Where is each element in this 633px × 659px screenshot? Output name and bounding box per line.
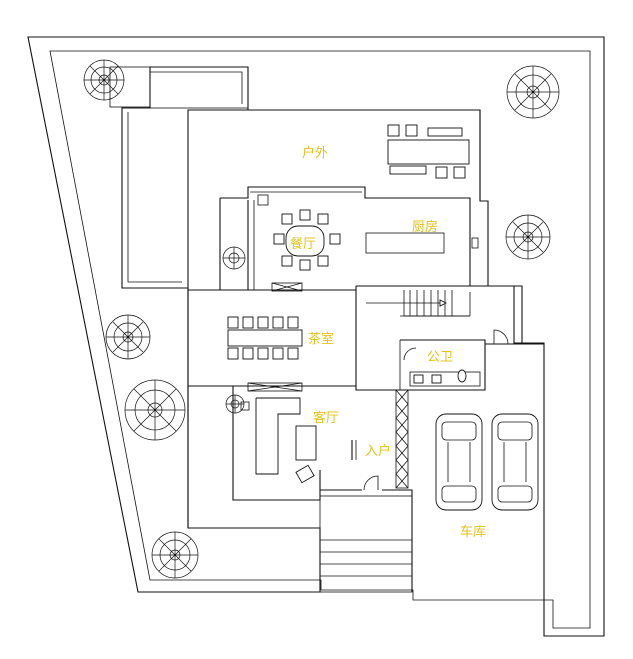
room-labels: 户外 厨房 餐厅 茶室 公卫 客厅 入户 车库 [290, 145, 486, 540]
label-public-wc: 公卫 [427, 350, 453, 365]
label-outdoor: 户外 [302, 145, 328, 161]
tree-icon [124, 379, 186, 441]
stair-core [355, 285, 544, 391]
living-room [188, 382, 356, 501]
tree-icon [505, 214, 551, 260]
car-right [491, 413, 539, 511]
exterior-walls [109, 66, 481, 528]
lattice-columns [351, 389, 409, 489]
dining-kitchen-walls [188, 186, 479, 292]
entrance-steps [319, 475, 413, 593]
car-left [435, 413, 483, 511]
plant-icon [222, 246, 246, 270]
trees [83, 59, 560, 579]
label-tea-room: 茶室 [308, 331, 334, 347]
label-dining: 餐厅 [290, 236, 316, 252]
wc-fixtures [403, 347, 481, 387]
label-living: 客厅 [313, 410, 339, 426]
tree-icon [506, 65, 560, 119]
label-kitchen: 厨房 [412, 219, 438, 235]
outdoor-furniture [387, 124, 470, 179]
tree-icon [83, 59, 125, 101]
label-garage: 车库 [460, 524, 486, 540]
tree-icon [151, 531, 199, 579]
dining-table [273, 209, 341, 271]
tree-icon [105, 314, 151, 360]
label-entrance: 入户 [365, 443, 391, 459]
tea-room-furniture [227, 316, 303, 360]
plant-icon [225, 394, 245, 414]
